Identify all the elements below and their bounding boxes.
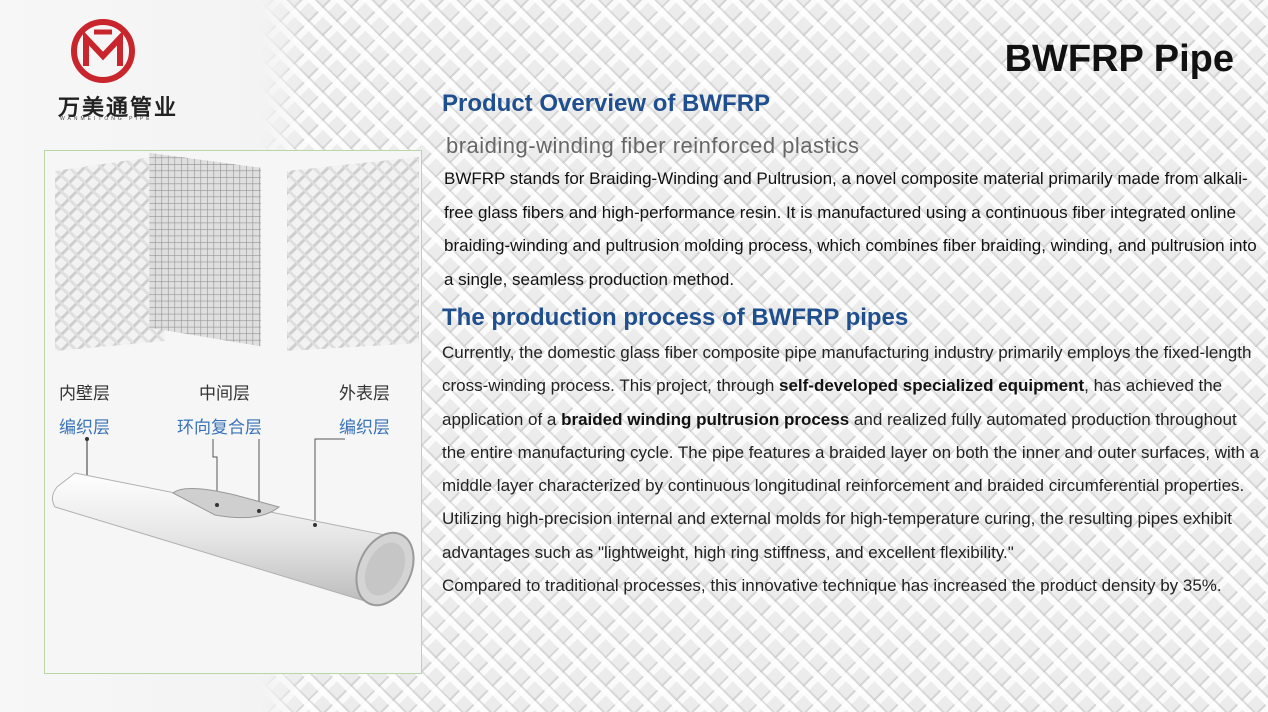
pipe-structure-figure: 内壁层 中间层 外表层 编织层 环向复合层 编织层 bbox=[44, 150, 422, 674]
process-bold-equipment: self-developed specialized equipment bbox=[779, 376, 1085, 396]
process-bold-method: braided winding pultrusion process bbox=[561, 409, 850, 429]
overview-paragraph: BWFRP stands for Braiding-Winding and Pu… bbox=[444, 169, 1257, 289]
logo-chinese-name: 万美通管业 bbox=[58, 96, 179, 121]
overview-subtitle: braiding-winding fiber reinforced plasti… bbox=[446, 133, 860, 158]
label-hoop-composite: 环向复合层 bbox=[177, 418, 262, 438]
logo-english-name: WANMEITONG PIPE bbox=[60, 116, 153, 122]
label-inner-braid: 编织层 bbox=[59, 418, 110, 438]
logo-emblem-icon bbox=[71, 19, 135, 83]
company-logo: 万美通管业 WANMEITONG PIPE bbox=[58, 18, 198, 122]
process-paragraph: Currently, the domestic glass fiber comp… bbox=[442, 336, 1262, 569]
label-outer-layer: 外表层 bbox=[339, 384, 390, 404]
page-title: BWFRP Pipe bbox=[1004, 38, 1234, 80]
label-inner-layer: 内壁层 bbox=[59, 384, 110, 404]
process-text-d: and realized fully automated production … bbox=[442, 409, 1260, 562]
middle-composite-layer-image bbox=[149, 152, 261, 347]
pipe-illustration bbox=[51, 437, 415, 607]
process-density-paragraph: Compared to traditional processes, this … bbox=[442, 576, 1222, 596]
main-content: Product Overview of BWFRP braiding-windi… bbox=[442, 86, 1262, 602]
outer-braid-layer-image bbox=[287, 157, 419, 351]
process-text-a: Currently, the domestic glass fiber comp… bbox=[442, 343, 1252, 396]
process-text-c: , has achieved the application of a bbox=[442, 376, 1223, 429]
overview-heading: Product Overview of BWFRP bbox=[442, 90, 771, 117]
label-middle-layer: 中间层 bbox=[199, 384, 250, 404]
process-heading: The production process of BWFRP pipes bbox=[442, 304, 909, 331]
label-outer-braid: 编织层 bbox=[339, 418, 390, 438]
inner-braid-layer-image bbox=[55, 155, 165, 351]
